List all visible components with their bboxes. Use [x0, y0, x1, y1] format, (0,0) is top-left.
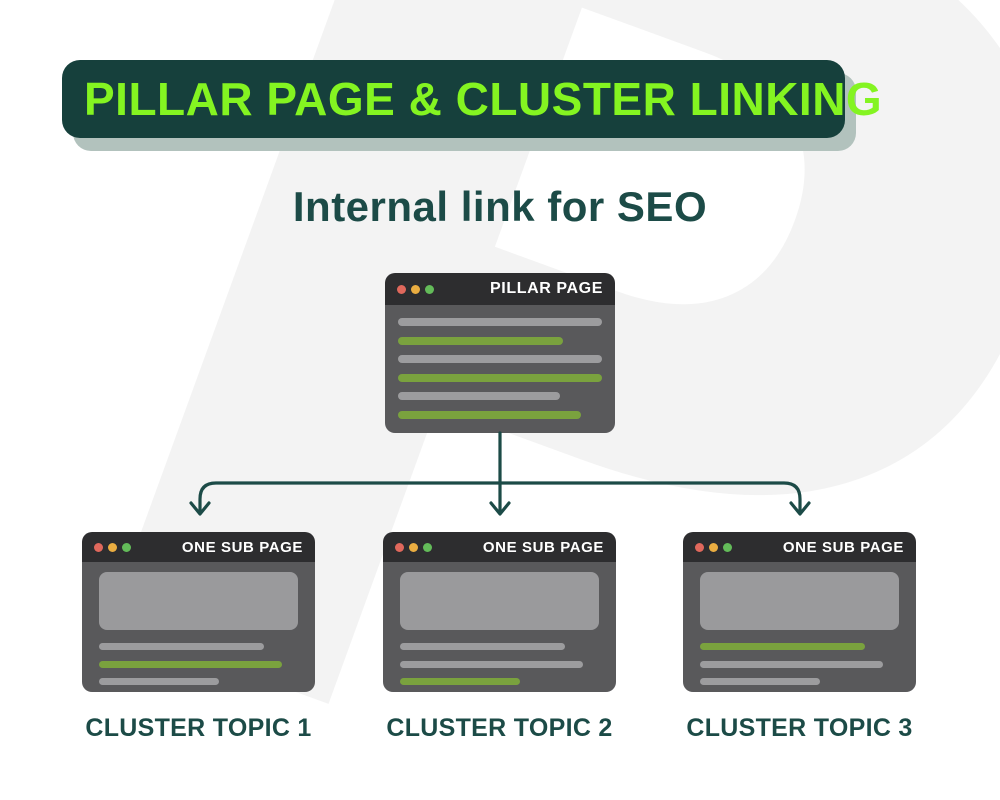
image-placeholder	[99, 572, 298, 630]
text-line	[400, 660, 583, 668]
window-titlebar: ONE SUB PAGE	[683, 532, 916, 562]
yellow-dot-icon	[709, 542, 718, 552]
sub-page-window-1: ONE SUB PAGE	[82, 532, 315, 692]
text-line	[400, 643, 565, 650]
text-line	[398, 373, 602, 382]
page-title: PILLAR PAGE & CLUSTER LINKING	[84, 73, 883, 125]
text-line	[700, 643, 865, 650]
text-line	[99, 643, 264, 650]
green-dot-icon	[423, 542, 432, 552]
image-placeholder	[700, 572, 899, 630]
yellow-dot-icon	[108, 542, 117, 552]
text-line	[99, 678, 219, 685]
window-titlebar: ONE SUB PAGE	[383, 532, 616, 562]
arrowhead-right-icon	[789, 501, 811, 516]
window-title: ONE SUB PAGE	[181, 538, 303, 556]
window-content	[383, 562, 616, 692]
arrow-branch-line	[198, 481, 802, 514]
window-title: PILLAR PAGE	[490, 280, 603, 297]
window-content	[82, 562, 315, 692]
window-content	[683, 562, 916, 692]
text-line	[99, 660, 282, 668]
red-dot-icon	[397, 284, 406, 294]
arrowhead-left-icon	[189, 501, 211, 516]
window-control-dots	[695, 542, 732, 552]
window-control-dots	[397, 284, 434, 294]
text-line	[398, 336, 563, 345]
cluster-topic-2-label: CLUSTER TOPIC 2	[386, 714, 613, 742]
text-line	[400, 678, 520, 685]
yellow-dot-icon	[409, 542, 418, 552]
window-control-dots	[94, 542, 131, 552]
yellow-dot-icon	[411, 284, 420, 294]
sub-page-window-2: ONE SUB PAGE	[383, 532, 616, 692]
window-control-dots	[395, 542, 432, 552]
red-dot-icon	[395, 542, 404, 552]
window-titlebar: ONE SUB PAGE	[82, 532, 315, 562]
window-content	[385, 305, 615, 433]
text-line	[398, 355, 602, 363]
cluster-topic-3-label: CLUSTER TOPIC 3	[686, 714, 913, 742]
window-title: ONE SUB PAGE	[782, 538, 904, 556]
green-dot-icon	[122, 542, 131, 552]
text-line	[398, 410, 581, 419]
title-banner: PILLAR PAGE & CLUSTER LINKING	[62, 60, 882, 138]
green-dot-icon	[425, 284, 434, 294]
arrowhead-center-icon	[489, 501, 511, 516]
window-title: ONE SUB PAGE	[482, 538, 604, 556]
cluster-topic-1-label: CLUSTER TOPIC 1	[85, 714, 312, 742]
text-line	[398, 392, 560, 400]
pillar-page-window: PILLAR PAGE	[385, 273, 615, 433]
red-dot-icon	[94, 542, 103, 552]
image-placeholder	[400, 572, 599, 630]
text-line	[398, 318, 602, 326]
green-dot-icon	[723, 542, 732, 552]
subtitle: Internal link for SEO	[292, 183, 708, 230]
sub-page-window-3: ONE SUB PAGE	[683, 532, 916, 692]
red-dot-icon	[695, 542, 704, 552]
text-line	[700, 660, 883, 668]
window-titlebar: PILLAR PAGE	[385, 273, 615, 305]
text-line	[700, 678, 820, 685]
